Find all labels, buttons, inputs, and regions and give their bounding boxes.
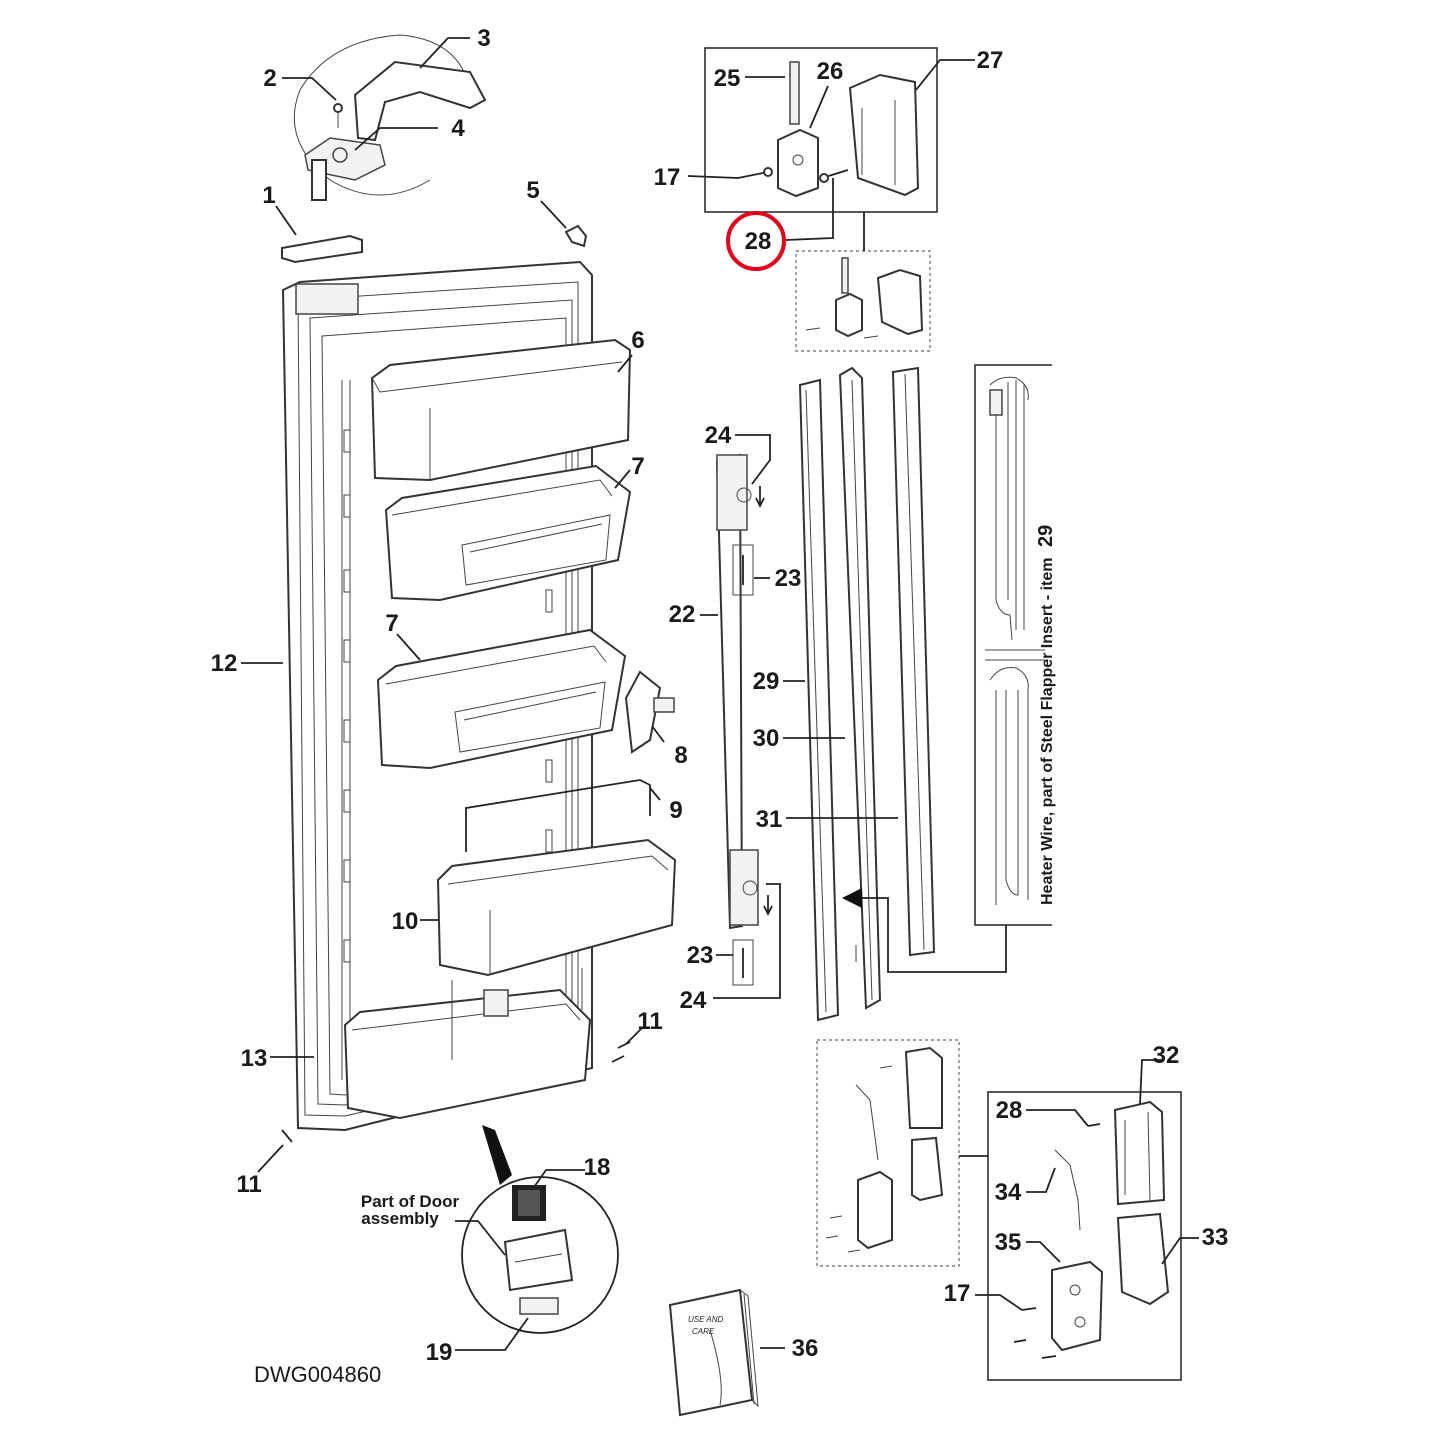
- heater-wire-item: 29: [1035, 525, 1057, 547]
- highlight-circle: [726, 211, 786, 271]
- divider-icon: [624, 670, 662, 754]
- door-bin-icon: [436, 838, 677, 977]
- callout-25: 25: [714, 65, 741, 92]
- leader-lines: [241, 37, 1199, 1351]
- heater-wire-icon: [974, 364, 1052, 926]
- screw-icon: [611, 1041, 631, 1063]
- heater-wire-caption: Heater Wire, part of Steel Flapper Inser…: [1035, 525, 1057, 905]
- top-cap-icon: [281, 234, 363, 264]
- callout-4: 4: [451, 115, 465, 142]
- callout-2: 2: [263, 65, 276, 92]
- callout-11b: 11: [236, 1171, 261, 1198]
- lower-hinge-preview: [816, 1039, 960, 1267]
- callout-23a: 23: [775, 565, 802, 592]
- dairy-bin-icon: [370, 338, 632, 482]
- callout-32: 32: [1153, 1042, 1180, 1069]
- handle-bar-icon: [715, 453, 773, 986]
- door-assembly-note-1: Part of Door: [361, 1192, 460, 1211]
- callout-30: 30: [753, 725, 780, 752]
- callout-23b: 23: [687, 942, 714, 969]
- drawing-number: DWG004860: [254, 1362, 381, 1387]
- door-bin-icon: [376, 628, 627, 770]
- callout-28a: 28: [745, 228, 772, 255]
- callout-9: 9: [669, 797, 682, 824]
- callout-1: 1: [262, 182, 275, 209]
- callout-28b: 28: [996, 1097, 1023, 1124]
- callout-17b: 17: [944, 1280, 971, 1307]
- bottom-bin-icon: [343, 968, 592, 1120]
- callout-27: 27: [977, 47, 1004, 74]
- manual-text-2: CARE: [692, 1327, 715, 1336]
- door-assembly-note-2: assembly: [361, 1209, 439, 1228]
- callout-24b: 24: [680, 987, 707, 1014]
- callout-26: 26: [817, 58, 844, 85]
- callout-31: 31: [756, 806, 783, 833]
- flapper-icon: [798, 366, 936, 1022]
- heater-wire-note: Heater Wire, part of Steel Flapper Inser…: [1039, 558, 1056, 906]
- top-hinge-icon: [293, 34, 487, 201]
- callout-10: 10: [392, 908, 419, 935]
- callout-34: 34: [995, 1179, 1022, 1206]
- callout-13: 13: [241, 1045, 268, 1072]
- door-detail-icon: [461, 1125, 619, 1334]
- manual-icon: USE AND CARE: [668, 1288, 759, 1417]
- door-bin-icon: [384, 464, 632, 602]
- callout-35: 35: [995, 1229, 1022, 1256]
- callout-12: 12: [211, 650, 238, 677]
- screw-icon: [281, 1129, 293, 1143]
- hinge-preview: [795, 250, 931, 352]
- callout-11a: 11: [637, 1008, 662, 1035]
- hinge-box: [704, 47, 938, 213]
- clip-icon: [564, 224, 588, 248]
- callout-7b: 7: [385, 610, 398, 637]
- callout-29: 29: [753, 668, 780, 695]
- lower-hinge-box: [987, 1091, 1182, 1381]
- callout-7a: 7: [631, 453, 644, 480]
- manual-text-1: USE AND: [688, 1315, 723, 1324]
- callout-33: 33: [1202, 1224, 1229, 1251]
- callout-17a: 17: [654, 164, 681, 191]
- callout-3: 3: [477, 25, 490, 52]
- callout-6: 6: [631, 327, 644, 354]
- callout-18: 18: [584, 1154, 611, 1181]
- callout-19: 19: [426, 1339, 453, 1366]
- wire-rail-icon: [465, 779, 651, 852]
- callout-labels: 3 2 4 1 5 6 7 7 8 9 10 11 11 12 13 17 17…: [211, 25, 1229, 1366]
- callout-24a: 24: [705, 422, 732, 449]
- callout-5: 5: [526, 177, 539, 204]
- callout-8: 8: [674, 742, 687, 769]
- svg-text:Heater Wire, part of Steel Fla: Heater Wire, part of Steel Flapper Inser…: [1035, 525, 1057, 905]
- callout-36: 36: [792, 1335, 819, 1362]
- callout-22: 22: [669, 601, 696, 628]
